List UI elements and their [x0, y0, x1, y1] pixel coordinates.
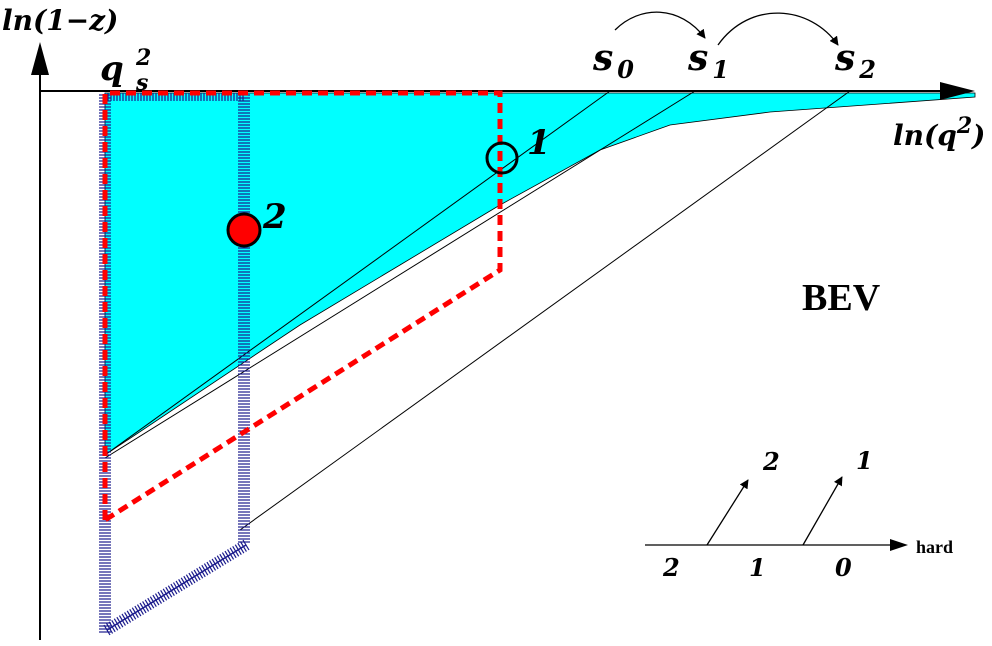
qs2-subscript: s [135, 70, 148, 96]
x-axis-arrowhead [940, 82, 975, 100]
x-axis-label: ln(q2) [893, 113, 985, 152]
ladder-axis-label: hard [916, 537, 953, 557]
ladder-segment-1: 1 [749, 553, 766, 582]
s1-line [104, 90, 696, 459]
s2-line [239, 90, 851, 531]
qs2-label: q [100, 49, 124, 89]
s1-to-s2-arrow [717, 12, 839, 46]
region-label-bev: BEV [802, 277, 881, 319]
y-axis-label: ln(1−z) [2, 4, 118, 37]
s0-to-s1-arrow [614, 11, 706, 39]
ladder-axis-arrowhead [890, 539, 908, 551]
ladder-branch-1 [802, 476, 843, 546]
y-axis-arrowhead [31, 42, 49, 75]
hatched-boundary-middle [238, 94, 250, 543]
s0-line [104, 90, 611, 456]
emission-1-open-circle [485, 141, 519, 175]
ladder-segment-2: 2 [662, 553, 680, 582]
emission-path-dashed [102, 90, 503, 523]
qs2-superscript: 2 [135, 45, 151, 71]
ladder-segment-0: 0 [835, 553, 852, 582]
hatched-boundary-bottom [103, 539, 250, 636]
ladder-branch-2 [706, 479, 749, 546]
ladder-branch-2-label: 2 [762, 447, 780, 476]
emission-1-label: 1 [527, 123, 551, 163]
emission-2-filled-circle [226, 212, 262, 248]
ladder-branch-1-label: 1 [856, 446, 873, 475]
emission-2-label: 2 [262, 197, 287, 237]
